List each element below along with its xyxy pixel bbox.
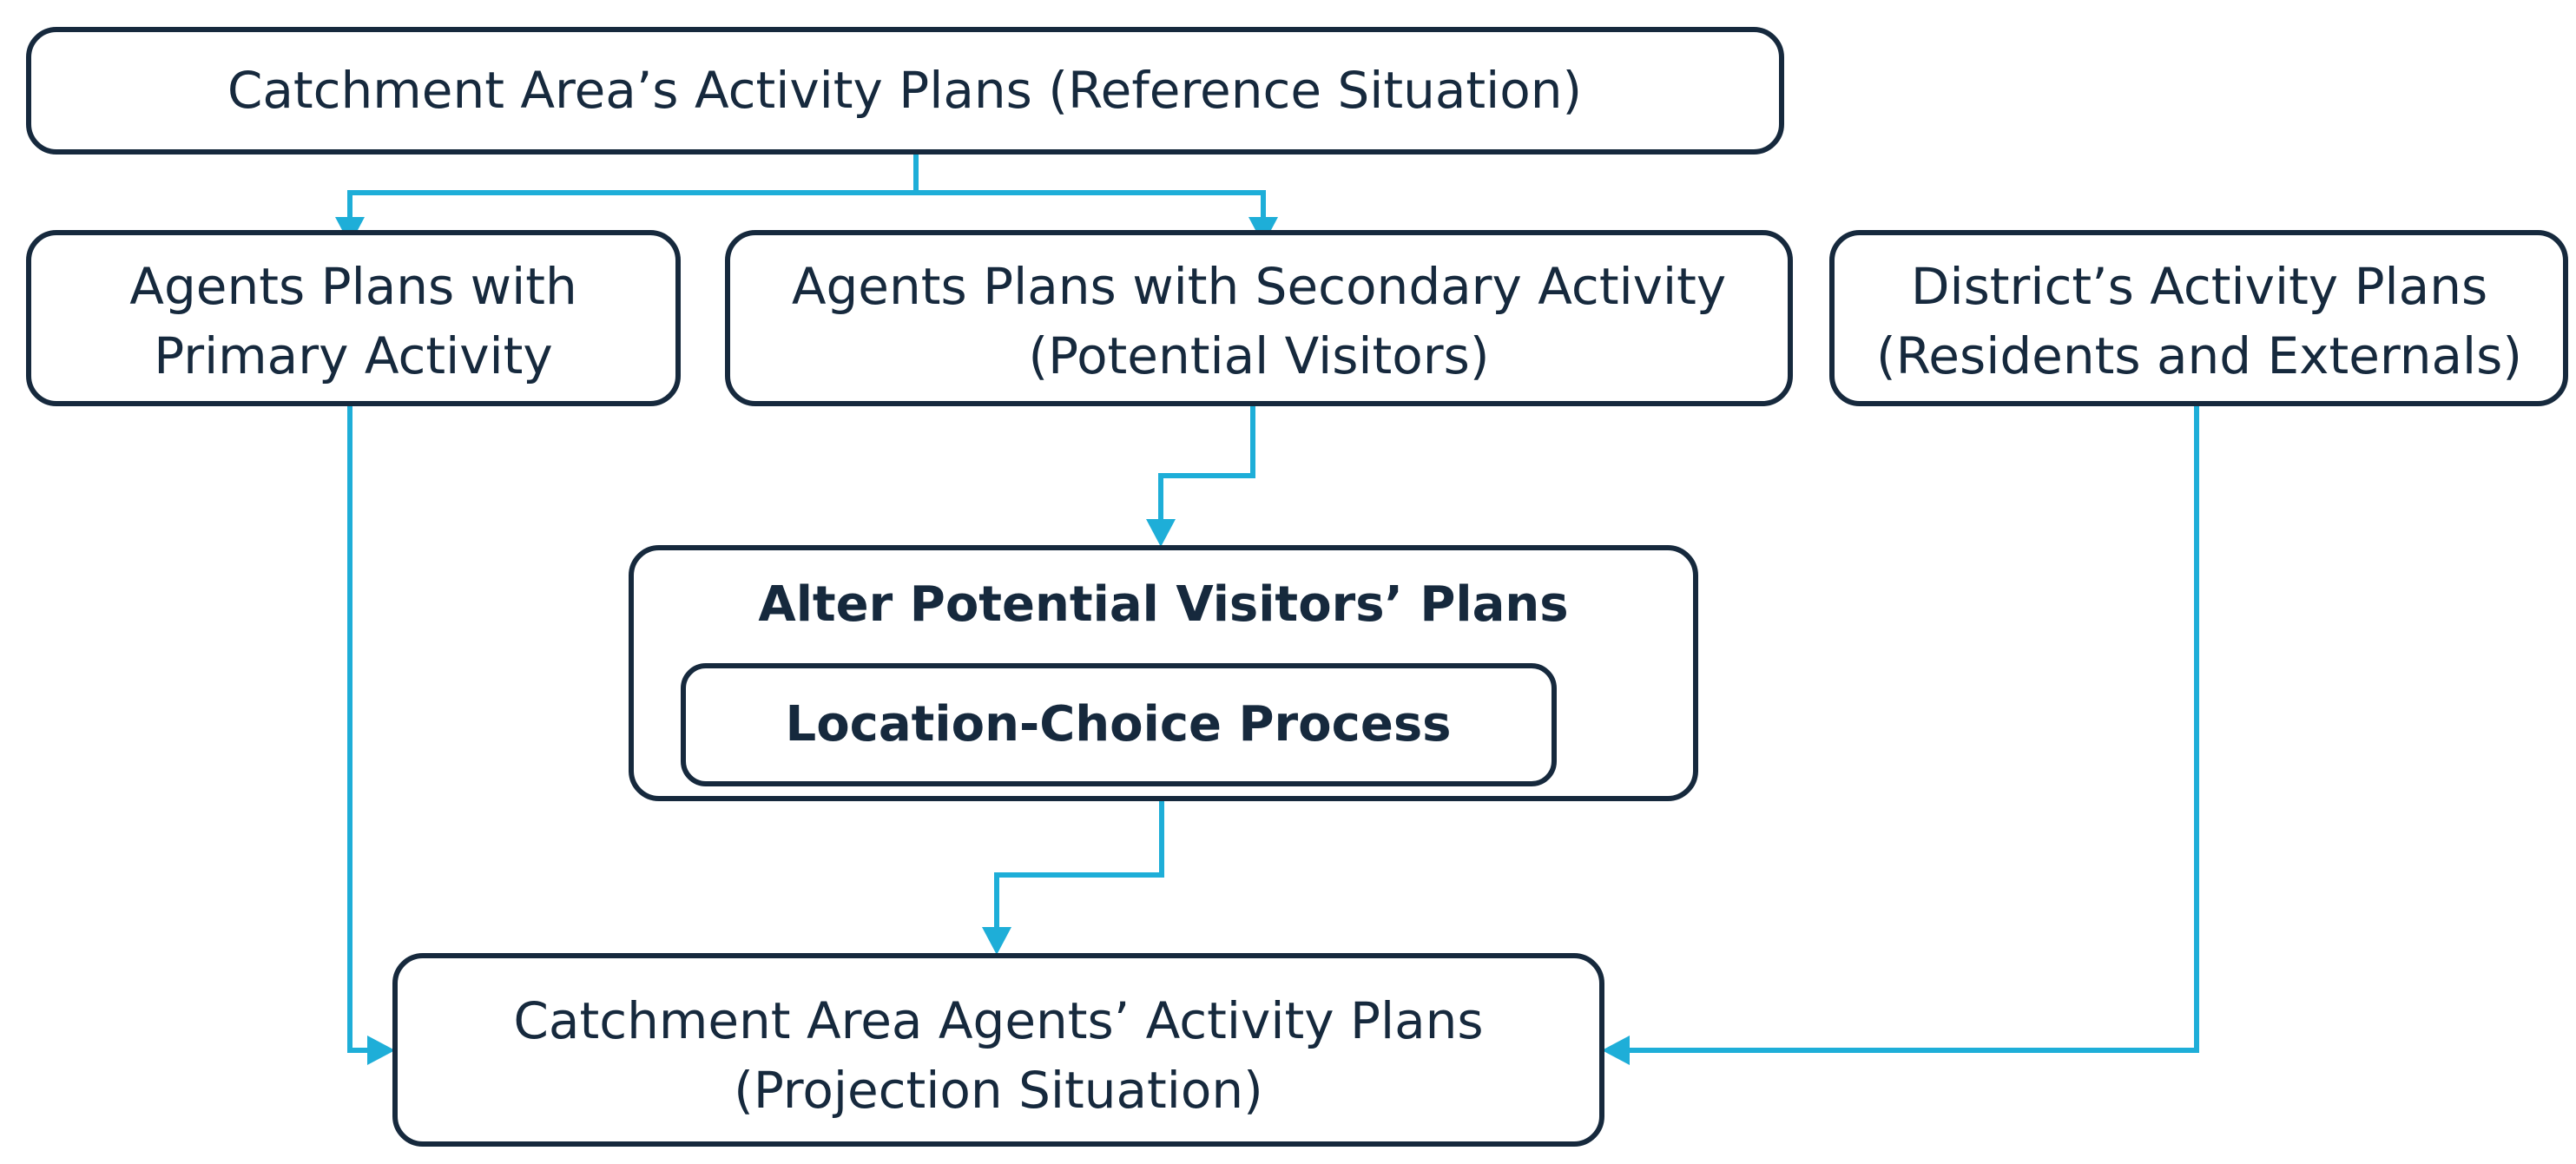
arrowhead-alter-to-projection-icon xyxy=(982,927,1011,955)
node-reference-situation[interactable]: Catchment Area’s Activity Plans (Referen… xyxy=(26,27,1784,155)
node-secondary-activity-label-line2: (Potential Visitors) xyxy=(1029,326,1490,385)
node-projection-situation-label-line2: (Projection Situation) xyxy=(734,1061,1263,1120)
edge-primary-to-projection-path xyxy=(347,404,367,1053)
edge-district-to-projection-path xyxy=(1630,404,2199,1053)
node-district-plans[interactable]: District’s Activity Plans (Residents and… xyxy=(1829,230,2568,406)
node-primary-activity-label-line2: Primary Activity xyxy=(154,326,552,385)
node-primary-activity[interactable]: Agents Plans with Primary Activity xyxy=(26,230,681,406)
edge-alter-to-projection-path xyxy=(994,799,1164,927)
node-secondary-activity[interactable]: Agents Plans with Secondary Activity (Po… xyxy=(725,230,1793,406)
node-projection-situation-shape[interactable] xyxy=(392,953,1604,1147)
edge-district-to-projection xyxy=(1602,404,2199,1065)
arrowhead-primary-to-projection-icon xyxy=(367,1036,395,1065)
node-primary-activity-label-line1: Agents Plans with xyxy=(129,257,576,316)
edge-secondary-to-alter-path xyxy=(1158,404,1255,519)
arrowhead-district-to-projection-icon xyxy=(1602,1036,1630,1065)
node-alter-plans-label: Alter Potential Visitors’ Plans xyxy=(758,576,1568,633)
edge-reference-to-primary xyxy=(347,152,919,217)
node-location-choice[interactable]: Location-Choice Process xyxy=(681,663,1557,786)
edge-alter-to-projection xyxy=(982,799,1164,955)
node-projection-situation-label-line1: Catchment Area Agents’ Activity Plans xyxy=(513,991,1483,1050)
node-secondary-activity-label-line1: Agents Plans with Secondary Activity xyxy=(792,257,1726,316)
node-reference-situation-label: Catchment Area’s Activity Plans (Referen… xyxy=(227,61,1582,120)
node-primary-activity-shape[interactable] xyxy=(26,230,681,406)
node-district-plans-label-line1: District’s Activity Plans xyxy=(1911,257,2487,316)
node-location-choice-shape[interactable] xyxy=(681,663,1557,786)
arrowhead-secondary-to-alter-icon xyxy=(1146,519,1176,547)
node-secondary-activity-shape[interactable] xyxy=(725,230,1793,406)
edge-secondary-to-alter xyxy=(1146,404,1255,547)
node-district-plans-shape[interactable] xyxy=(1829,230,2568,406)
node-district-plans-label-line2: (Residents and Externals) xyxy=(1876,326,2522,385)
node-alter-plans[interactable]: Alter Potential Visitors’ Plans Location… xyxy=(629,545,1698,801)
node-reference-situation-shape[interactable] xyxy=(26,27,1784,155)
node-projection-situation[interactable]: Catchment Area Agents’ Activity Plans (P… xyxy=(392,953,1604,1147)
edge-reference-to-secondary xyxy=(916,190,1266,217)
edge-primary-to-projection xyxy=(347,404,395,1065)
node-location-choice-label: Location-Choice Process xyxy=(786,696,1452,753)
